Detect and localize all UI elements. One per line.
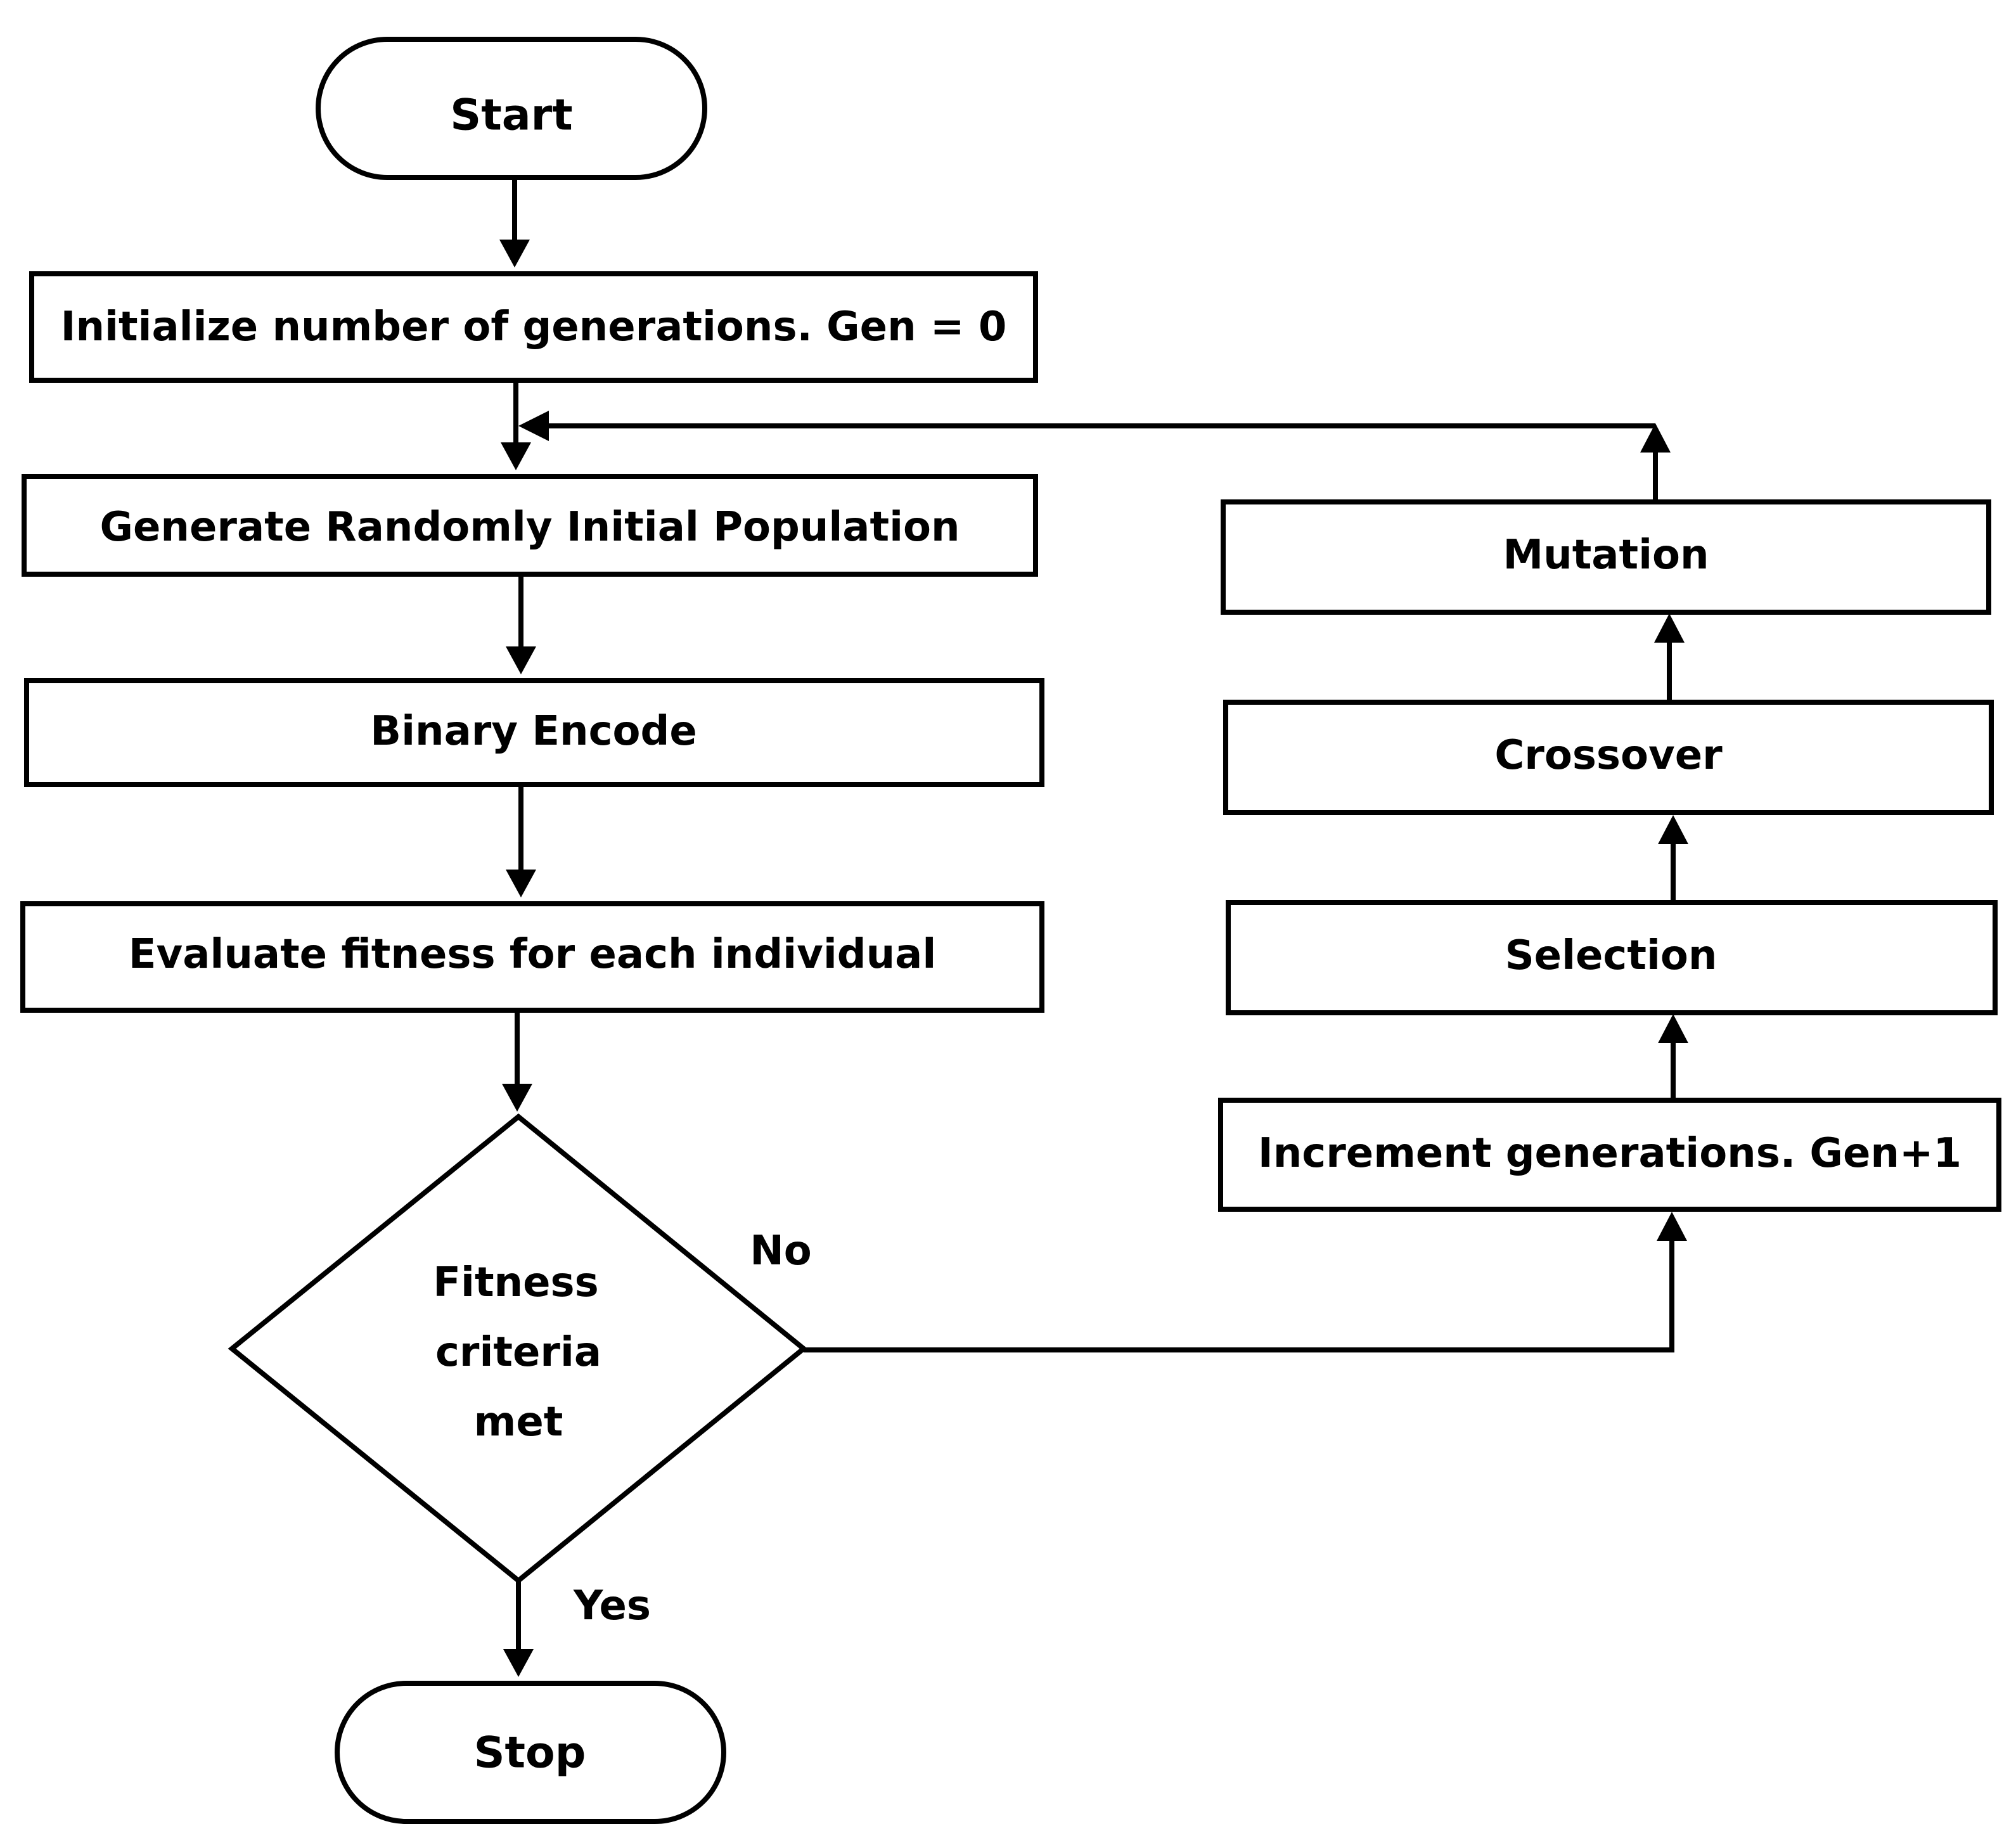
stop-label: Stop [474,1728,586,1778]
generate-population-box: Generate Randomly Initial Population [22,474,1038,577]
yes-edge-label: Yes [573,1583,651,1629]
arrow-generate-to-encode [506,574,536,674]
binary-encode-label: Binary Encode [370,708,697,755]
start-node: Start [316,37,707,180]
increment-generations-label: Increment generations. Gen+1 [1258,1130,1961,1177]
decision-line-2: criteria [435,1329,601,1376]
binary-encode-box: Binary Encode [24,678,1044,787]
mutation-label: Mutation [1503,532,1709,579]
arrow-evaluate-to-decision [502,1010,532,1112]
start-label: Start [450,91,572,141]
mutation-box: Mutation [1221,499,1991,615]
init-generations-box: Initialize number of generations. Gen = … [29,271,1038,383]
evaluate-fitness-box: Evaluate fitness for each individual [20,901,1044,1013]
evaluate-fitness-label: Evaluate fitness for each individual [129,931,937,978]
arrow-loop-back [518,411,1671,502]
selection-box: Selection [1226,900,1998,1015]
arrow-selection-to-crossover [1658,815,1688,902]
fitness-decision-diamond: Fitness criteria met [228,1113,808,1584]
increment-generations-box: Increment generations. Gen+1 [1218,1098,2001,1212]
generate-population-label: Generate Randomly Initial Population [100,504,960,551]
arrow-decision-yes-to-stop [503,1581,534,1677]
crossover-label: Crossover [1494,732,1723,779]
arrow-start-to-init [499,177,530,267]
arrow-encode-to-evaluate [506,785,536,897]
arrow-increment-to-selection [1658,1014,1688,1100]
decision-line-3: met [474,1399,563,1446]
crossover-box: Crossover [1223,700,1994,815]
arrow-init-to-generate [501,380,531,470]
stop-node: Stop [335,1681,726,1824]
decision-line-1: Fitness [433,1259,598,1306]
arrow-decision-no-to-increment [804,1212,1687,1352]
selection-label: Selection [1505,932,1717,979]
no-edge-label: No [750,1228,812,1275]
arrow-crossover-to-mutation [1654,613,1685,702]
init-generations-label: Initialize number of generations. Gen = … [61,304,1007,350]
